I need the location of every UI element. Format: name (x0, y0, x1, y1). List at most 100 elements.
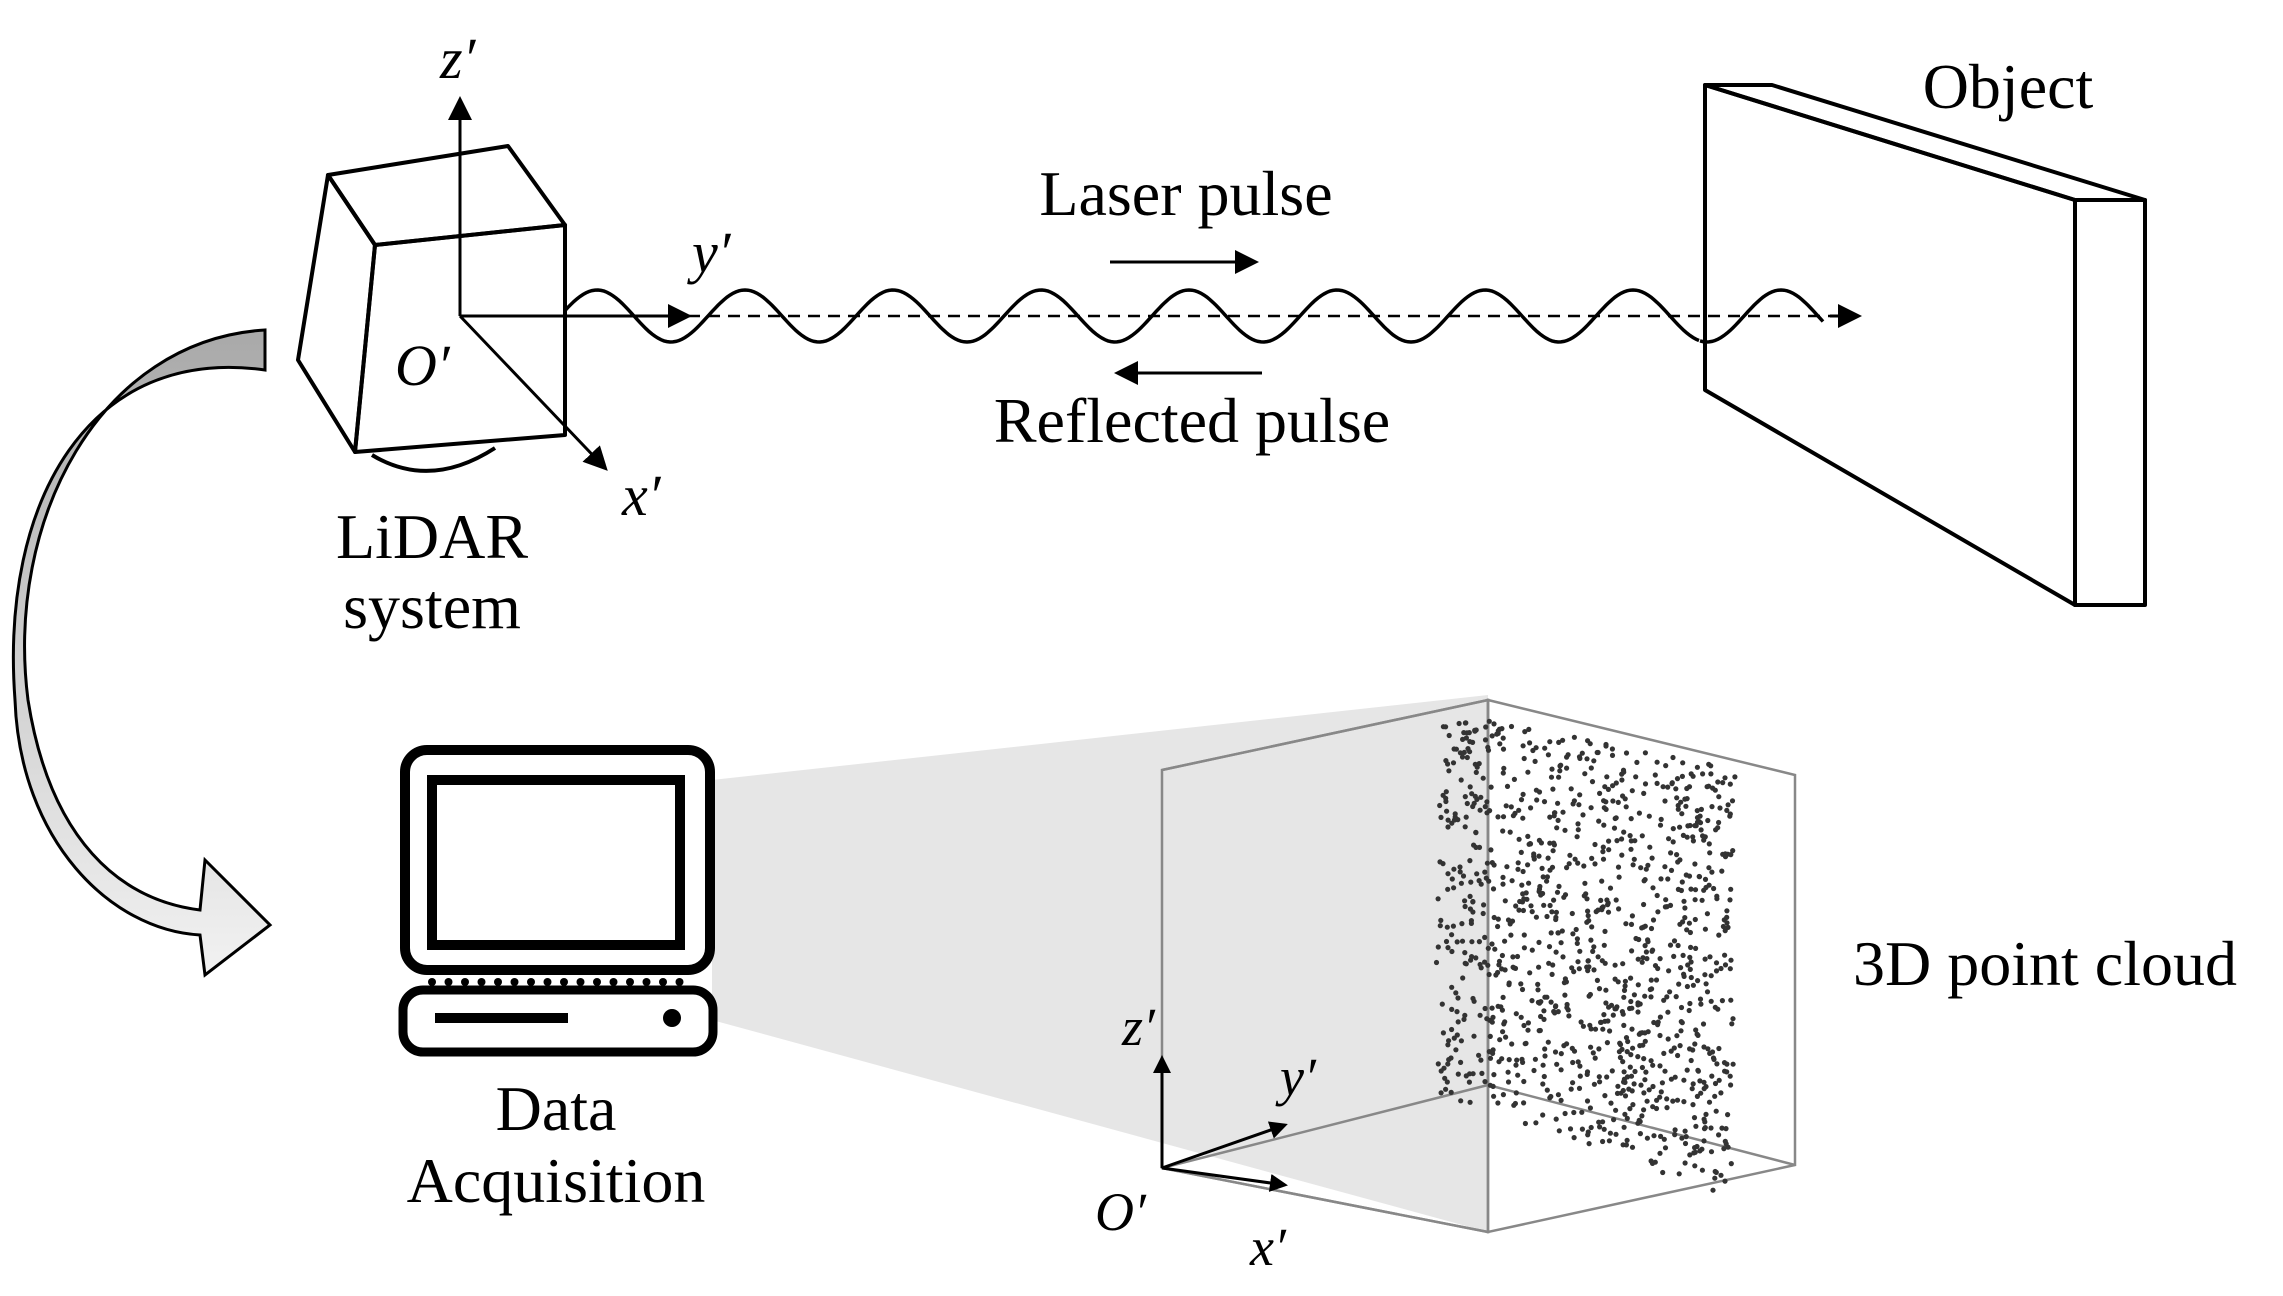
cloud-point (1685, 823, 1691, 829)
cloud-point (1508, 932, 1514, 938)
cloud-point (1556, 1128, 1562, 1134)
cloud-point (1522, 729, 1528, 735)
cloud-point (1542, 1046, 1548, 1052)
vent-dot (444, 978, 453, 986)
cloud-point (1628, 975, 1634, 981)
cloud-point (1443, 758, 1449, 764)
cloud-point (1654, 892, 1660, 899)
cloud-point (1706, 865, 1712, 871)
cloud-point (1444, 1079, 1450, 1085)
cloud-point (1588, 1026, 1594, 1032)
cloud-point (1675, 859, 1681, 865)
cloud-point (1467, 858, 1473, 864)
cloud-point (1709, 804, 1715, 810)
cloud-point (1692, 1163, 1698, 1169)
cloud-point (1568, 786, 1574, 792)
cloud-point (1499, 966, 1505, 972)
cloud-point (1590, 948, 1596, 955)
cloud-point (1564, 1001, 1570, 1008)
cloud-point (1520, 791, 1526, 798)
cloud-point (1607, 1028, 1613, 1034)
cloud-point (1510, 813, 1516, 819)
cloud-point (1495, 969, 1501, 976)
cloud-point (1495, 916, 1501, 922)
cloud-point (1600, 849, 1606, 855)
cloud-point (1533, 914, 1539, 920)
cloud-point (1605, 786, 1611, 793)
cloud-point (1513, 903, 1519, 909)
cloud-point (1724, 920, 1730, 926)
cloud-point (1715, 1006, 1721, 1012)
cloud-point (1690, 1102, 1696, 1108)
cloud-point (1544, 874, 1550, 880)
cloud-point (1639, 1064, 1645, 1071)
cloud-point (1470, 898, 1476, 905)
cloud-point (1725, 802, 1731, 808)
cloud-point (1536, 939, 1542, 946)
cloud-point (1628, 816, 1634, 822)
cloud-point (1453, 746, 1459, 752)
cloud-point (1684, 927, 1690, 933)
cloud-point (1613, 780, 1619, 786)
cloud-point (1462, 794, 1468, 800)
cloud-point (1547, 902, 1553, 909)
cloud-point (1540, 1081, 1546, 1087)
point-cloud-box (1160, 698, 1797, 1234)
cloud-point (1467, 906, 1473, 912)
cloud-point (1500, 1092, 1506, 1098)
cloud-point (1616, 906, 1622, 912)
cloud-point (1665, 784, 1671, 790)
cloud-point (1570, 1059, 1576, 1066)
cloud-point (1451, 866, 1457, 872)
cloud-point (1562, 1110, 1568, 1117)
cloud-point (1641, 1107, 1647, 1113)
cloud-point (1642, 1030, 1648, 1036)
cloud-point (1545, 855, 1551, 861)
cloud-point (1570, 1080, 1576, 1086)
cloud-point (1681, 1099, 1687, 1105)
cloud-point (1592, 1026, 1599, 1032)
cloud-point (1638, 1082, 1644, 1088)
cloud-point (1538, 999, 1544, 1005)
cloud-point (1620, 1087, 1626, 1094)
cloud-point (1548, 930, 1554, 936)
cloud-point (1660, 784, 1666, 790)
cloud-point (1542, 1053, 1548, 1059)
cloud-point (1579, 1126, 1585, 1132)
cloud-point (1503, 803, 1509, 809)
cloud-point (1587, 1105, 1593, 1111)
cloud-point (1592, 861, 1598, 867)
cloud-point (1594, 977, 1600, 984)
cloud-point (1713, 968, 1720, 974)
cloud-point (1462, 898, 1468, 904)
cloud-point (1562, 827, 1568, 833)
cloud-point (1491, 914, 1497, 921)
cloud-point (1599, 958, 1605, 964)
cloud-point (1435, 944, 1441, 950)
cloud-point (1529, 998, 1535, 1004)
cloud-point (1694, 1093, 1700, 1099)
cloud-point (1635, 1000, 1641, 1006)
cloud-point (1556, 739, 1562, 746)
cloud-point (1697, 813, 1703, 819)
vent-dot (593, 978, 601, 986)
cloud-point (1509, 918, 1516, 924)
cloud-point (1561, 1043, 1567, 1049)
data-label-line1: Data (496, 1073, 617, 1144)
cloud-point (1576, 802, 1582, 808)
cloud-point (1449, 948, 1455, 955)
cloud-point (1719, 868, 1725, 874)
cloud-point (1585, 908, 1591, 914)
cloud-point (1442, 1075, 1448, 1081)
cloud-point (1469, 954, 1475, 960)
cloud-point (1516, 836, 1522, 842)
cloud-point (1629, 1026, 1635, 1032)
cloud-point (1692, 916, 1698, 923)
cloud-point (1560, 954, 1566, 960)
cloud-point (1462, 1012, 1468, 1019)
cloud-point (1500, 881, 1506, 887)
cloud-point (1678, 965, 1684, 971)
cloud-point (1703, 884, 1709, 891)
cloud-point (1639, 833, 1645, 839)
cloud-point (1457, 864, 1463, 870)
